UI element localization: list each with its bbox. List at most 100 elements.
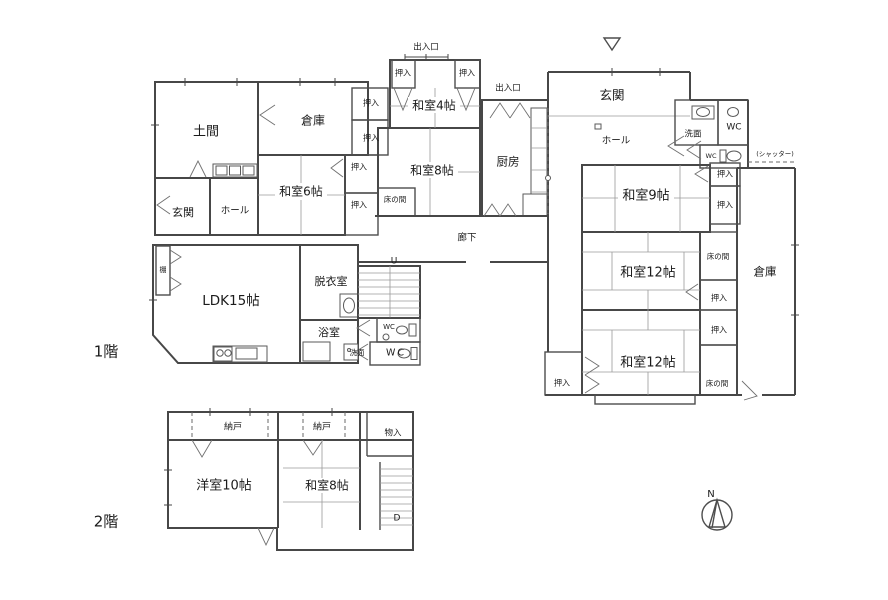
toilet-bowl <box>396 325 408 335</box>
label-senmen-right: 洗面 <box>684 129 702 140</box>
genkan-right-outline <box>548 71 749 168</box>
door-souko-right <box>741 380 758 401</box>
label-oshiire: 押入 <box>554 378 570 388</box>
label-wc-lower: WC <box>386 348 406 359</box>
stove-burner <box>216 349 224 357</box>
washbasin-bowl <box>696 107 710 117</box>
stairs-1f <box>357 265 421 319</box>
shoe-cabinet-cell <box>215 165 228 176</box>
label-oshiire: 押入 <box>717 169 733 179</box>
door-washitsu4-closets <box>393 87 476 112</box>
door-tana <box>169 249 182 292</box>
label-hall-right: ホール <box>602 136 631 147</box>
room-yokushitsu <box>299 319 359 364</box>
f2-outline <box>167 411 414 551</box>
label-deiriguchi-kitchen: 出入口 <box>495 83 521 94</box>
door-wc <box>354 319 371 361</box>
hall-marker <box>545 175 551 181</box>
label-genkan-right: 玄関 <box>599 88 624 103</box>
label-souko-right: 倉庫 <box>754 265 777 279</box>
stairs-1f-treads <box>358 266 420 318</box>
label-datsuiishitsu: 脱衣室 <box>315 274 348 288</box>
label-oshiire: 押入 <box>363 98 379 108</box>
washbasin-drain <box>347 348 351 352</box>
label-senmen-left: 洗面 <box>350 347 365 357</box>
f2-monoire-walls <box>366 412 413 457</box>
sink <box>235 347 258 360</box>
door-closet-sw <box>584 356 600 394</box>
tatami-washitsu12b <box>582 310 700 395</box>
label-chubou: 厨房 <box>497 155 520 169</box>
label-ldk: LDK15帖 <box>202 293 259 309</box>
dimension-marks <box>404 37 622 60</box>
patch <box>275 183 327 200</box>
label-oshiire: 押入 <box>459 68 475 78</box>
label-washitsu12a: 和室12帖 <box>620 265 676 281</box>
room-hall-left <box>209 177 259 236</box>
label-oshiire: 押入 <box>717 200 733 210</box>
label-washitsu12b: 和室12帖 <box>620 355 676 371</box>
closet-sw <box>544 351 583 396</box>
label-washitsu6: 和室6帖 <box>279 184 323 199</box>
label-monoire: 物入 <box>384 428 402 439</box>
closet-c3 <box>344 154 379 194</box>
label-shutter: (シャッター) <box>756 149 794 158</box>
label-genkan-left: 玄関 <box>172 205 194 219</box>
label-souko-left: 倉庫 <box>301 113 325 128</box>
label-deiriguchi-top: 出入口 <box>413 42 439 53</box>
compass-needle-line <box>711 499 718 529</box>
door-genkan-entry <box>156 195 171 215</box>
label-doma: 土間 <box>193 125 219 140</box>
door-kitchen-corridor <box>483 203 517 217</box>
shoe-cabinet-cell <box>229 165 241 176</box>
toilet-bowl <box>727 107 739 117</box>
label-washitsu8-1f: 和室8帖 <box>410 163 454 178</box>
toilet-tank <box>719 149 727 163</box>
room-wc-small <box>699 144 749 169</box>
kitchen-cabinet-shelves <box>531 127 547 193</box>
entrance-triangle-marker <box>602 37 622 52</box>
label-compass-north: N <box>707 489 714 500</box>
kitchen-unit <box>522 193 548 217</box>
room-washitsu12b <box>581 309 701 396</box>
label-tokonoma: 床の間 <box>706 378 729 388</box>
shoe-cabinet-cell <box>242 165 255 176</box>
label-wc-small: WC <box>706 152 717 160</box>
label-wc-upper: WC <box>383 323 395 331</box>
label-oshiire: 押入 <box>351 162 367 172</box>
label-hall-left: ホール <box>221 206 250 217</box>
room-souko-right-walls <box>736 167 796 396</box>
corner-sink <box>382 333 390 341</box>
door-swing-marks <box>156 87 758 401</box>
door-doma-souko <box>259 104 276 126</box>
f1-corridor-walls <box>358 72 551 352</box>
patch <box>406 162 458 178</box>
label-washitsu4: 和室4帖 <box>412 98 456 113</box>
shelf-tana <box>155 245 171 296</box>
label-patches <box>275 97 682 493</box>
compass <box>701 497 733 531</box>
patch <box>614 354 682 371</box>
door-closet-12a <box>685 283 699 301</box>
f1-left-fixtures <box>212 107 548 217</box>
toilet-tank <box>408 323 417 337</box>
label-tokonoma: 床の間 <box>384 194 407 204</box>
compass-circle <box>701 499 733 531</box>
label-nando-1: 納戸 <box>224 421 242 433</box>
label-tana: 棚 <box>160 265 167 274</box>
patch <box>300 478 356 493</box>
patch <box>408 97 460 113</box>
label-rouka: 廊下 <box>457 232 476 244</box>
door-closet-9a <box>694 165 709 183</box>
stove-burner <box>224 349 232 357</box>
f1-right-tatami-lines <box>582 165 710 395</box>
door-kitchen-entry <box>489 102 531 119</box>
genkan-marker <box>594 123 602 130</box>
closet-t1 <box>391 59 416 89</box>
f1-stairs-wc <box>357 265 421 366</box>
closet-t2 <box>454 59 481 89</box>
patch <box>614 264 682 281</box>
washing-machine-drum <box>343 297 355 314</box>
